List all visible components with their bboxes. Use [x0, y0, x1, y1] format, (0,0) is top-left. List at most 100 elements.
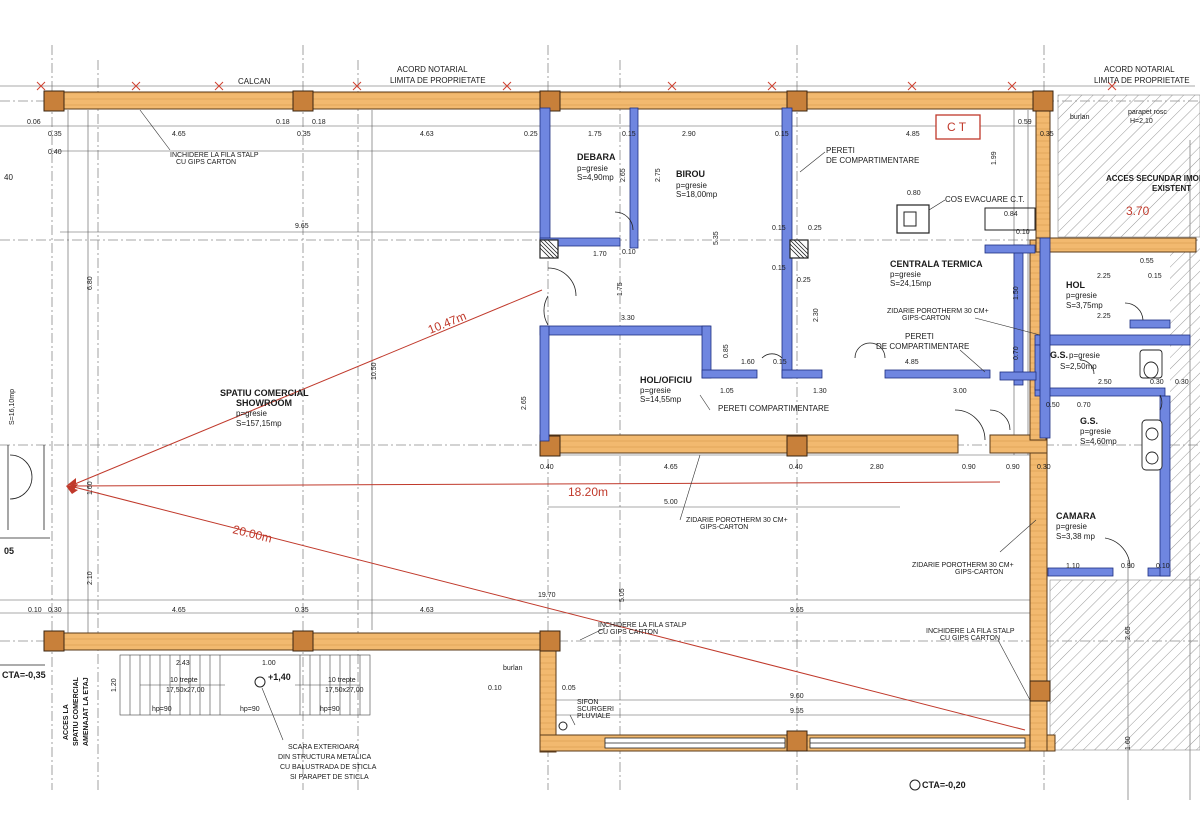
left-40: 40 [4, 173, 13, 182]
acord-notarial-right: ACORD NOTARIAL [1104, 65, 1175, 74]
room-gs2-area: S=4,60mp [1080, 437, 1117, 446]
room-birou-area: S=18,00mp [676, 190, 718, 199]
acces-note-1: ACCES LA [63, 704, 70, 740]
dim: 0.15 [775, 131, 789, 138]
scara-note-2: DIN STRUCTURA METALICA [278, 754, 372, 761]
hp-2: hp=90 [240, 706, 260, 713]
dim: 2.25 [1097, 273, 1111, 280]
exterior-hatch-right [1049, 579, 1200, 751]
acord-notarial-center: ACORD NOTARIAL [397, 65, 468, 74]
left-frame [0, 445, 50, 666]
dim: 4.65 [664, 464, 678, 471]
dim: 0.35 [1040, 131, 1054, 138]
scara-note-1: SCARA EXTERIOARA [288, 744, 359, 751]
leader-lines [139, 109, 1041, 741]
dim: 0.10 [28, 607, 42, 614]
dim: 10.50 [371, 362, 378, 380]
sifon-note-3: PLUVIALE [577, 713, 611, 720]
dim: 1.30 [813, 388, 827, 395]
existing-building-hatch [1057, 94, 1200, 238]
inchidere-note-1: INCHIDERE LA FILA STALP [170, 152, 259, 159]
cta-left: CTA=-0,35 [2, 670, 46, 680]
dim: 1.75 [617, 282, 624, 296]
dim: 1.60 [1125, 736, 1132, 750]
dim: 2.90 [682, 131, 696, 138]
hatch-strip-right [1170, 240, 1200, 580]
room-showroom-area: S=157,15mp [236, 419, 282, 428]
room-debara-name: DEBARA [577, 152, 616, 162]
zidarie-note-1b: GIPS-CARTON [902, 315, 950, 322]
pereti-note-3: PERETI COMPARTIMENTARE [718, 404, 829, 413]
calcan-note: CALCAN [238, 77, 271, 86]
ct-box [935, 114, 981, 140]
dim: 0.10 [1156, 563, 1170, 570]
room-camara-area: S=3,38 mp [1056, 532, 1095, 541]
dim: 1.10 [1066, 563, 1080, 570]
zidarie-note-3: ZIDARIE POROTHERM 30 CM+ [912, 562, 1014, 569]
dim: 0.30 [1037, 464, 1051, 471]
burlan-note-bottom: burlan [503, 665, 523, 672]
scara-note-3: CU BALUSTRADA DE STICLA [280, 764, 377, 771]
dim: 19.70 [538, 592, 556, 599]
room-gs1-name: G.S. [1050, 350, 1068, 360]
dim: 4.65 [172, 607, 186, 614]
scara-note-4: SI PARAPET DE STICLA [290, 774, 369, 781]
acces-secundar-note: ACCES SECUNDAR IMOB [1106, 174, 1200, 183]
room-gs2-name: G.S. [1080, 416, 1098, 426]
inchidere-note-3: INCHIDERE LA FILA STALP [926, 628, 1015, 635]
sanitary-fixtures [1139, 349, 1163, 471]
room-centrala-area: S=24,15mp [890, 279, 932, 288]
burlan-note-top: burlan [1070, 114, 1090, 121]
drain-symbol [558, 721, 568, 731]
dim: 2.43 [176, 660, 190, 667]
zidarie-note-2: ZIDARIE POROTHERM 30 CM+ [686, 517, 788, 524]
room-centrala-floor: p=gresie [890, 270, 921, 279]
dim: 4.85 [905, 359, 919, 366]
measurement-lines [69, 289, 1026, 731]
dim: 1.99 [991, 151, 998, 165]
dim: 0.15 [773, 359, 787, 366]
room-hol-oficiu-area: S=14,55mp [640, 395, 682, 404]
acces-note-3: AMENAJAT LA ETAJ [83, 677, 90, 746]
dim: 2.10 [87, 571, 94, 585]
dim: 0.30 [1150, 379, 1164, 386]
door-arcs [9, 211, 1163, 569]
dim: 0.50 [1046, 402, 1060, 409]
room-gs1-area: S=2,50mp [1060, 362, 1097, 371]
dim: 1.75 [588, 131, 602, 138]
dim: 0.84 [1004, 211, 1018, 218]
trepte-2b: 17,50x27,00 [325, 687, 364, 694]
trepte-2: 10 trepte [328, 677, 356, 684]
room-hol-name: HOL [1066, 280, 1086, 290]
acces-note-2: SPATIU COMERCIAL [73, 676, 80, 746]
dim: 3.00 [953, 388, 967, 395]
dim: 6.80 [87, 276, 94, 290]
dim: 2.25 [1097, 313, 1111, 320]
exterior-walls [44, 91, 1197, 753]
dim: 0.30 [48, 607, 62, 614]
level-marker [254, 676, 266, 688]
dim: 2.75 [655, 168, 662, 182]
dim: 2.65 [521, 396, 528, 410]
dim: 0.15 [772, 225, 786, 232]
level-marker-bottom [909, 779, 921, 791]
dim: 0.35 [295, 607, 309, 614]
zidarie-note-3b: GIPS-CARTON [955, 569, 1003, 576]
dim: 1.60 [741, 359, 755, 366]
dim: 1.00 [262, 660, 276, 667]
dim: 1.20 [111, 678, 118, 692]
dim: 1.70 [593, 251, 607, 258]
hp-3: hp=90 [320, 706, 340, 713]
cos-note: COS EVACUARE C.T. [945, 195, 1024, 204]
dim: 0.35 [297, 131, 311, 138]
room-showroom-name-2: SHOWROOM [236, 398, 292, 408]
pereti-note-1b: DE COMPARTIMENTARE [826, 156, 919, 165]
cta-bottom: CTA=-0,20 [922, 780, 966, 790]
trepte-1b: 17,50x27,00 [166, 687, 205, 694]
room-gs1-floor: p=gresie [1069, 351, 1100, 360]
room-birou-floor: p=gresie [676, 181, 707, 190]
dim: 0.25 [808, 225, 822, 232]
room-hol-oficiu-name: HOL/OFICIU [640, 375, 692, 385]
room-gs2-floor: p=gresie [1080, 427, 1111, 436]
dim: 2.30 [813, 308, 820, 322]
